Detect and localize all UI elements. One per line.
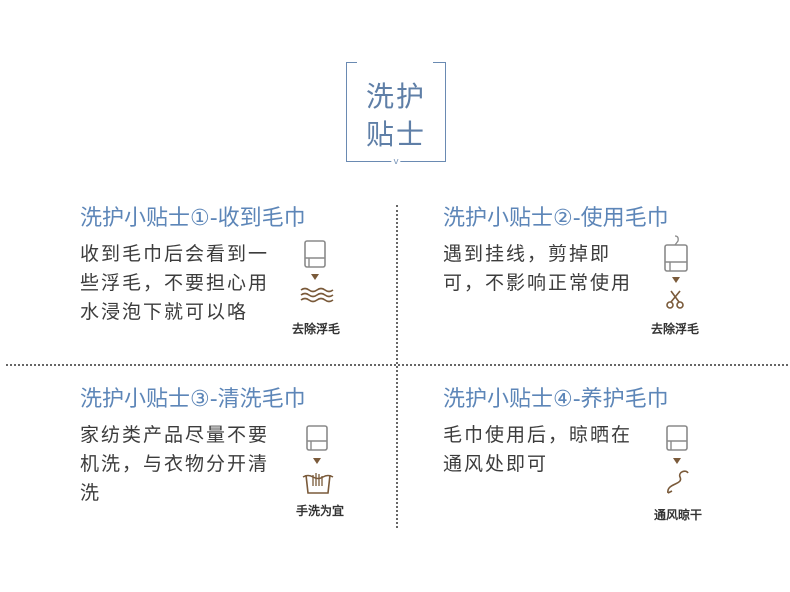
title-mark: v bbox=[391, 156, 401, 168]
tip-title: 洗护小贴士①-收到毛巾 bbox=[80, 206, 306, 231]
vertical-divider bbox=[396, 205, 398, 528]
tip-title: 洗护小贴士④-养护毛巾 bbox=[443, 387, 669, 412]
icon-caption: 手洗为宜 bbox=[295, 504, 345, 518]
towel-water-icon bbox=[296, 238, 336, 310]
tip-body: 毛巾使用后，晾晒在通风处即可 bbox=[443, 424, 633, 475]
towel-scissors-icon bbox=[656, 234, 696, 314]
horizontal-divider bbox=[6, 364, 788, 366]
icon-caption: 去除浮毛 bbox=[650, 322, 700, 336]
icon-caption: 通风晾干 bbox=[653, 508, 703, 522]
towel-airdry-icon bbox=[658, 423, 698, 501]
tip-body: 收到毛巾后会看到一些浮毛，不要担心用水浸泡下就可以咯 bbox=[80, 243, 270, 323]
tip-title: 洗护小贴士②-使用毛巾 bbox=[443, 206, 669, 231]
icon-caption: 去除浮毛 bbox=[291, 322, 341, 336]
title-frame: 洗护 贴士 v bbox=[346, 61, 446, 168]
towel-handwash-icon bbox=[298, 423, 338, 499]
tip-title: 洗护小贴士③-清洗毛巾 bbox=[80, 387, 306, 412]
tip-body: 家纺类产品尽量不要机洗，与衣物分开清洗 bbox=[80, 424, 270, 504]
page-title-line2: 贴士 bbox=[365, 118, 426, 151]
page-title-line1: 洗护 bbox=[365, 80, 426, 113]
tip-body: 遇到挂线，剪掉即可，不影响正常使用 bbox=[443, 243, 633, 294]
